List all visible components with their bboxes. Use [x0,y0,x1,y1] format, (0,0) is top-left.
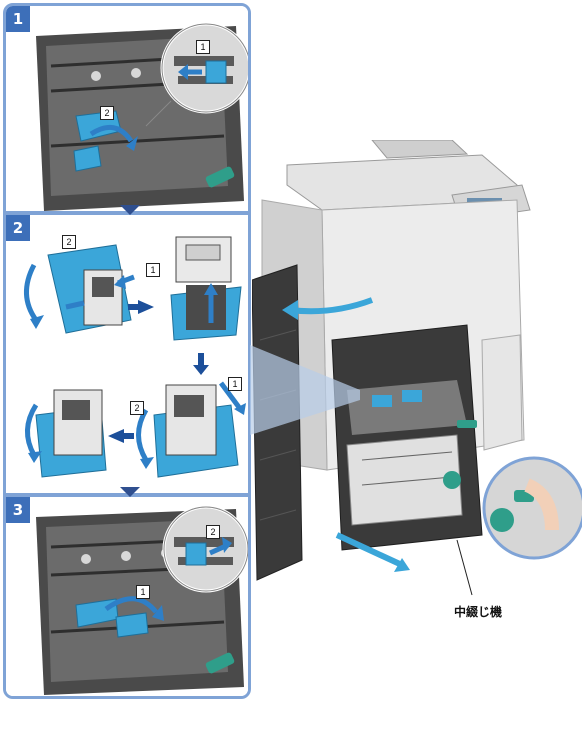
step-3-panel: 3 2 1 [6,497,248,696]
callout-step-2-c: 1 [228,377,242,391]
step-2-badge: 2 [6,215,30,241]
machine-illustration [252,140,582,596]
step-2-illustration [6,215,248,493]
callout-step-2-b: 1 [146,263,160,277]
callout-step-2-a: 2 [62,235,76,249]
callout-connector [250,345,360,435]
step-1-illustration [6,6,248,211]
instruction-frame: 1 [3,3,251,699]
callout-step-3-a: 2 [206,525,220,539]
down-arrow-1-icon [120,205,140,215]
callout-step-1-b: 2 [100,106,114,120]
step-3-badge: 3 [6,497,30,523]
step-1-panel: 1 [6,6,248,211]
saddle-stitcher-caption: 中綴じ機 [454,605,503,619]
callout-step-1-a: 1 [196,40,210,54]
step-1-badge: 1 [6,6,30,32]
step-2-panel: 2 [6,215,248,493]
step-3-illustration [6,497,248,696]
callout-step-3-b: 1 [136,585,150,599]
down-arrow-2-icon [120,487,140,497]
callout-step-2-d: 2 [130,401,144,415]
